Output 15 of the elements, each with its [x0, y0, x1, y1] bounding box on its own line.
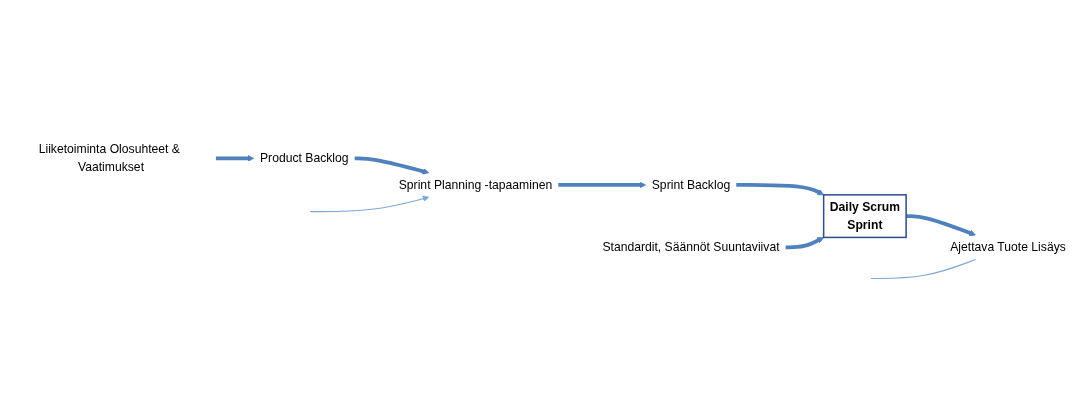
arrow [354, 156, 430, 175]
arrow [785, 237, 825, 250]
node-label: Standardit, Säännöt Suuntaviivat [602, 240, 780, 254]
node-label: Ajettava Tuote Lisäys [950, 240, 1066, 254]
leader-line [870, 259, 977, 280]
node-label: Sprint Planning -tapaaminen [398, 178, 553, 192]
arrow [906, 214, 976, 237]
process-box: Daily Scrum Sprint [822, 194, 907, 239]
arrow [558, 181, 646, 189]
leader-line [309, 195, 430, 213]
node-label: Liiketoiminta Olosuhteet & Vaatimukset [38, 142, 180, 174]
node-label: Sprint Backlog [651, 178, 731, 192]
arrow [215, 155, 255, 162]
node-label: Product Backlog [260, 151, 349, 165]
arrow [736, 183, 825, 196]
